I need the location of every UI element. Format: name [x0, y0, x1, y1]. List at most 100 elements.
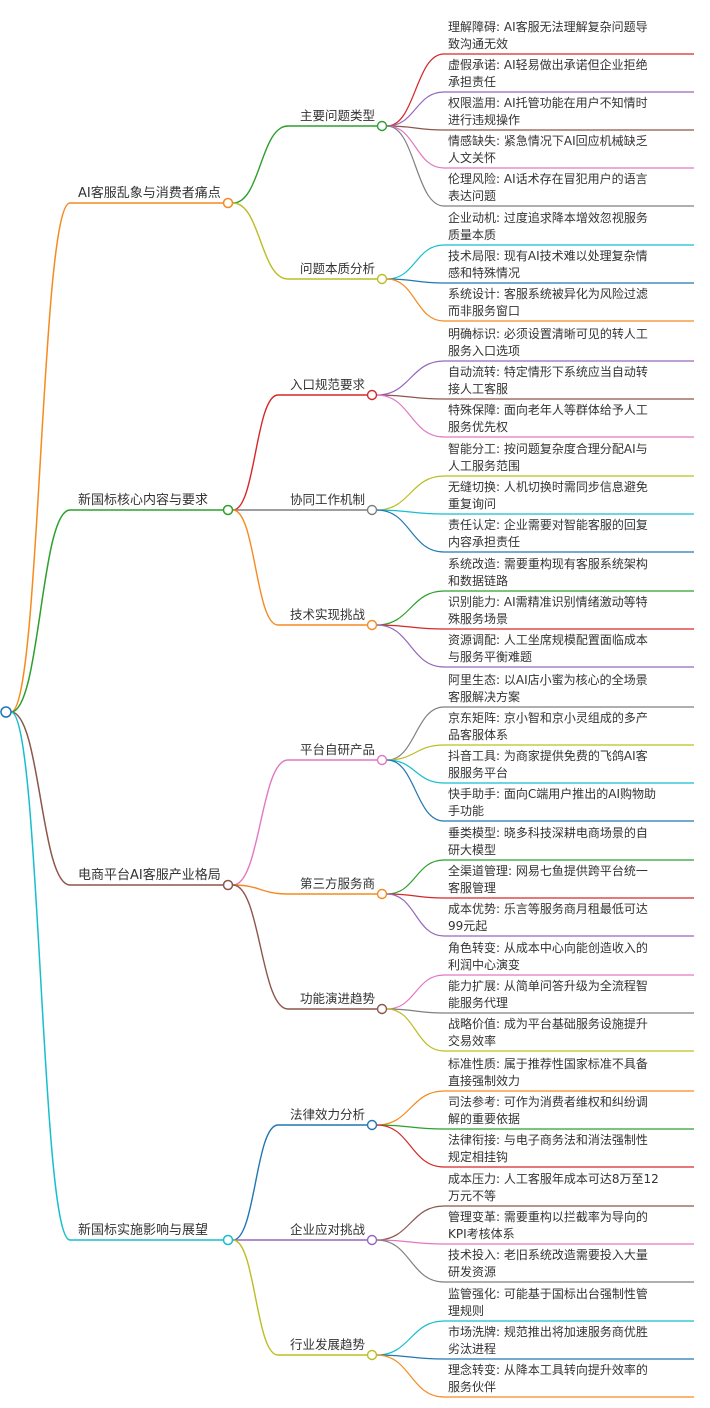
leaf-node-text: 内容承担责任: [448, 534, 520, 549]
leaf-node-text: 服服务平台: [448, 765, 508, 780]
leaf-node-text: 研大模型: [448, 843, 496, 857]
leaf-node-text: 抖音工具: 为商家提供免费的飞鸽AI客: [448, 748, 648, 763]
leaf-node-text: 规定相挂钩: [448, 1149, 508, 1164]
branch-node-label: 新国标核心内容与要求: [78, 492, 208, 508]
subbranch-node-label: 主要问题类型: [300, 108, 375, 123]
subbranch-node-dot[interactable]: [376, 888, 388, 900]
links: [10, 53, 694, 1398]
leaf-node-text: 能力扩展: 从简单问答升级为全流程智: [448, 978, 648, 993]
leaf-node-text: 全渠道管理: 网易七鱼提供跨平台统一: [448, 863, 648, 878]
leaf-node-text: 管理变革: 需要重构以拦截率为导向的: [448, 1209, 648, 1224]
leaf-node-text: 客服管理: [448, 880, 496, 895]
leaf-node-text: 司法参考: 可作为消费者维权和纠纷调: [448, 1094, 648, 1109]
subbranch-node-dot[interactable]: [366, 504, 378, 516]
branch-node-label: 电商平台AI客服产业格局: [78, 867, 221, 883]
leaf-node-text: 接人工客服: [448, 381, 508, 396]
leaf-node-text: 和数据链路: [448, 573, 508, 588]
leaf-node-text: 战略价值: 成为平台基础服务设施提升: [448, 1016, 648, 1031]
leaf-node-text: 自动流转: 特定情形下系统应当自动转: [448, 364, 648, 379]
leaf-node-text: 识别能力: AI需精准识别情绪激动等特: [448, 594, 648, 609]
leaf-node-text: 特殊保障: 面向老年人等群体给予人工: [448, 402, 648, 417]
leaf-node-text: 而非服务窗口: [448, 303, 520, 318]
branch-node-dot[interactable]: [222, 197, 234, 209]
subbranch-node-label: 企业应对挑战: [290, 1222, 366, 1237]
leaf-node-text: 重复询问: [448, 497, 496, 511]
leaf-node-text: 法律衔接: 与电子商务法和消法强制性: [448, 1132, 648, 1147]
leaf-node-text: 理规则: [448, 1303, 484, 1318]
subbranch-node-label: 法律效力分析: [290, 1107, 365, 1122]
leaf-node-text: 质量本质: [448, 228, 496, 242]
subbranch-node-label: 入口规范要求: [290, 377, 366, 392]
leaf-node-text: 垂类模型: 晓多科技深耕电商场景的自: [448, 825, 648, 840]
leaf-node-text: 京东矩阵: 京小智和京小灵组成的多产: [448, 710, 648, 725]
leaf-node-text: 人文关怀: [448, 150, 496, 165]
leaf-node-text: 责任认定: 企业需要对智能客服的回复: [448, 517, 648, 532]
leaf-node-text: 快手助手: 面向C端用户推出的AI购物助: [448, 786, 656, 801]
subbranch-node-dot[interactable]: [376, 273, 388, 285]
leaf-node-text: 与服务平衡难题: [448, 649, 532, 664]
leaf-node-text: 客服解决方案: [448, 689, 520, 704]
leaf-node-text: 成本优势: 乐言等服务商月租最低可达: [448, 901, 648, 916]
subbranch-node-label: 技术实现挑战: [290, 607, 366, 622]
subbranch-node-label: 协同工作机制: [290, 492, 365, 507]
leaf-node-text: 服务入口选项: [448, 343, 520, 358]
leaf-node-text: KPI考核体系: [448, 1227, 515, 1241]
leaf-node-text: 明确标识: 必须设置清晰可见的转人工: [448, 326, 648, 341]
leaf-node-text: 进行违规操作: [448, 112, 520, 127]
leaf-node-text: 交易效率: [448, 1033, 496, 1048]
leaf-node-text: 无缝切换: 人机切换时需同步信息避免: [448, 479, 648, 494]
subbranch-node-dot[interactable]: [366, 1119, 378, 1131]
subbranch-node-dot[interactable]: [366, 389, 378, 401]
leaf-node-text: 感和特殊情况: [448, 265, 520, 280]
branch-node-dot[interactable]: [222, 504, 234, 516]
leaf-node-text: 成本压力: 人工客服年成本可达8万至12: [448, 1171, 659, 1186]
leaf-node-text: 解的重要依据: [448, 1111, 520, 1126]
leaf-node-text: 致沟通无效: [448, 36, 508, 51]
leaf-node-text: 理解障碍: AI客服无法理解复杂问题导: [448, 19, 648, 34]
subbranch-node-dot[interactable]: [366, 1234, 378, 1246]
leaf-node-text: 手功能: [448, 804, 484, 818]
leaf-node-text: 虚假承诺: AI轻易做出承诺但企业拒绝: [448, 57, 648, 72]
leaf-node-text: 万元不等: [448, 1189, 496, 1203]
leaf-node-text: 理念转变: 从降本工具转向提升效率的: [448, 1362, 648, 1377]
subbranch-node-label: 行业发展趋势: [290, 1337, 366, 1352]
branch-node-dot[interactable]: [222, 1234, 234, 1246]
leaf-node-text: 品客服体系: [448, 727, 508, 742]
subbranch-node-dot[interactable]: [376, 120, 388, 132]
subbranch-node-dot[interactable]: [366, 619, 378, 631]
branch-node-label: 新国标实施影响与展望: [78, 1222, 208, 1238]
branch-node-dot[interactable]: [222, 879, 234, 891]
leaf-node-text: 监管强化: 可能基于国标出台强制性管: [448, 1286, 648, 1301]
leaf-node-text: 伦理风险: AI话术存在冒犯用户的语言: [448, 171, 648, 186]
leaf-node-text: 角色转变: 从成本中心向能创造收入的: [448, 940, 648, 955]
leaf-node-text: 研发资源: [448, 1264, 496, 1279]
subbranch-node-label: 问题本质分析: [300, 261, 375, 276]
leaf-node-text: 技术投入: 老旧系统改造需要投入大量: [448, 1247, 648, 1262]
subbranch-node-dot[interactable]: [366, 1349, 378, 1361]
root-node-dot[interactable]: [0, 706, 12, 718]
leaf-node-text: 市场洗牌: 规范推出将加速服务商优胜: [448, 1324, 648, 1339]
leaf-node-text: 技术局限: 现有AI技术难以处理复杂情: [448, 249, 648, 263]
leaf-node-text: 阿里生态: 以AI店小蜜为核心的全场景: [448, 672, 648, 687]
leaf-node-text: 标准性质: 属于推荐性国家标准不具备: [448, 1056, 648, 1071]
subbranch-node-label: 平台自研产品: [300, 742, 375, 757]
leaf-node-text: 殊服务场景: [448, 611, 508, 626]
subbranch-node-dot[interactable]: [376, 1003, 388, 1015]
subbranch-node-dot[interactable]: [376, 754, 388, 766]
leaf-node-text: 表达问题: [448, 189, 496, 203]
leaf-node-text: 直接强制效力: [448, 1073, 520, 1088]
leaf-node-text: 人工服务范围: [448, 458, 520, 473]
leaf-node-text: 利润中心演变: [448, 957, 520, 972]
leaf-node-text: 权限滥用: AI托管功能在用户不知情时: [448, 95, 648, 110]
leaf-node-text: 劣汰进程: [448, 1341, 496, 1356]
leaf-node-text: 情感缺失: 紧急情况下AI回应机械缺乏: [448, 133, 648, 148]
leaf-node-text: 99元起: [448, 919, 487, 933]
subbranch-node-label: 第三方服务商: [300, 876, 375, 891]
leaf-node-text: 系统设计: 客服系统被异化为风险过滤: [448, 286, 648, 301]
leaf-node-text: 智能分工: 按问题复杂度合理分配AI与: [448, 441, 648, 456]
leaf-node-text: 承担责任: [448, 75, 496, 89]
leaf-node-text: 服务伙伴: [448, 1379, 496, 1394]
leaf-node-text: 能服务代理: [448, 995, 508, 1010]
